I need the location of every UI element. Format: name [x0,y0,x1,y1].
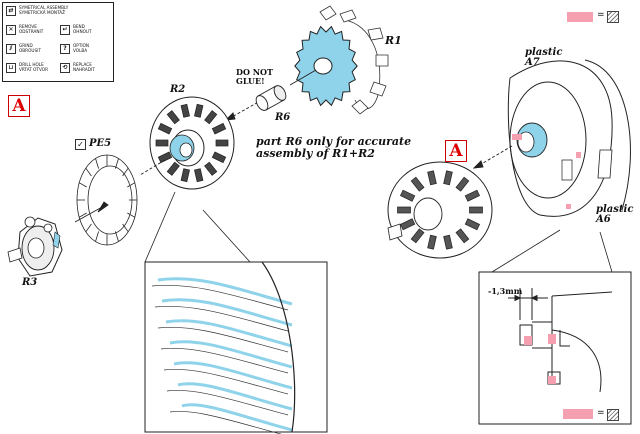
marker-a-left: A [8,95,30,117]
legend-item: ✕ REMOVE ODSTRANIT [6,24,43,35]
legend-item: ⟲ REPLACE NAHRADIT [60,62,95,73]
assembly-note: part R6 only for accurate assembly of R1… [256,135,412,160]
remove-icon: ✕ [6,25,16,35]
legend-item: ? OPTION VOLBA [60,43,89,54]
replace-icon: ⟲ [60,63,70,73]
marker-a-right: A [445,140,467,162]
assembly-axis-1 [224,69,317,121]
part-a7-cowling [507,59,631,217]
bend-check-icon: ✓ [75,139,86,150]
symmetrical-assembly-icon: ⇄ [6,6,16,16]
bend-icon: ↵ [60,25,70,35]
hatched-area-icon-2 [607,409,619,421]
sand-color-swatch [567,12,593,22]
assembly-axis-3 [472,145,513,169]
label-plastic-a6: plastic A6 [596,204,634,225]
label-pe5: PE5 [89,138,112,149]
option-icon: ? [60,44,70,54]
legend-item: ⊔ DRILL HOLE VRTAT OTVOR [6,62,48,73]
hatched-area-icon [607,11,619,23]
drill-hole-icon: ⊔ [6,63,16,73]
legend-box: ⇄ SYMETRICAL ASSEMBLY SYMETRICKÁ MONTÁŽ … [2,2,114,82]
label-plastic-a7: plastic A7 [525,47,563,68]
label-r2: R2 [170,84,186,95]
legend-item: ⇄ SYMETRICAL ASSEMBLY SYMETRICKÁ MONTÁŽ [6,5,68,16]
part-r3 [7,216,63,277]
label-r6: R6 [275,112,291,123]
detail-zoom-engine [144,191,328,434]
legend-item: ⫽ GRIND OBROUSIT [6,43,41,54]
sand-color-swatch-2 [563,409,593,419]
part-pe5 [76,154,138,246]
part-r6 [255,85,287,111]
do-not-glue-warning: DO NOT GLUE! [236,67,273,86]
part-engine-assembled [387,161,493,259]
part-r2 [149,96,235,190]
label-r3: R3 [22,277,38,288]
part-r1 [294,5,389,115]
grind-icon: ⫽ [6,44,16,54]
dimension-label: -1,3mm [488,286,523,296]
detail-zoom-cowling [478,229,632,425]
legend-item: ↵ BEND OHNOUT [60,24,92,35]
label-r1: R1 [385,34,402,47]
equals-sign: = [597,10,605,20]
equals-sign-2: = [597,408,605,418]
